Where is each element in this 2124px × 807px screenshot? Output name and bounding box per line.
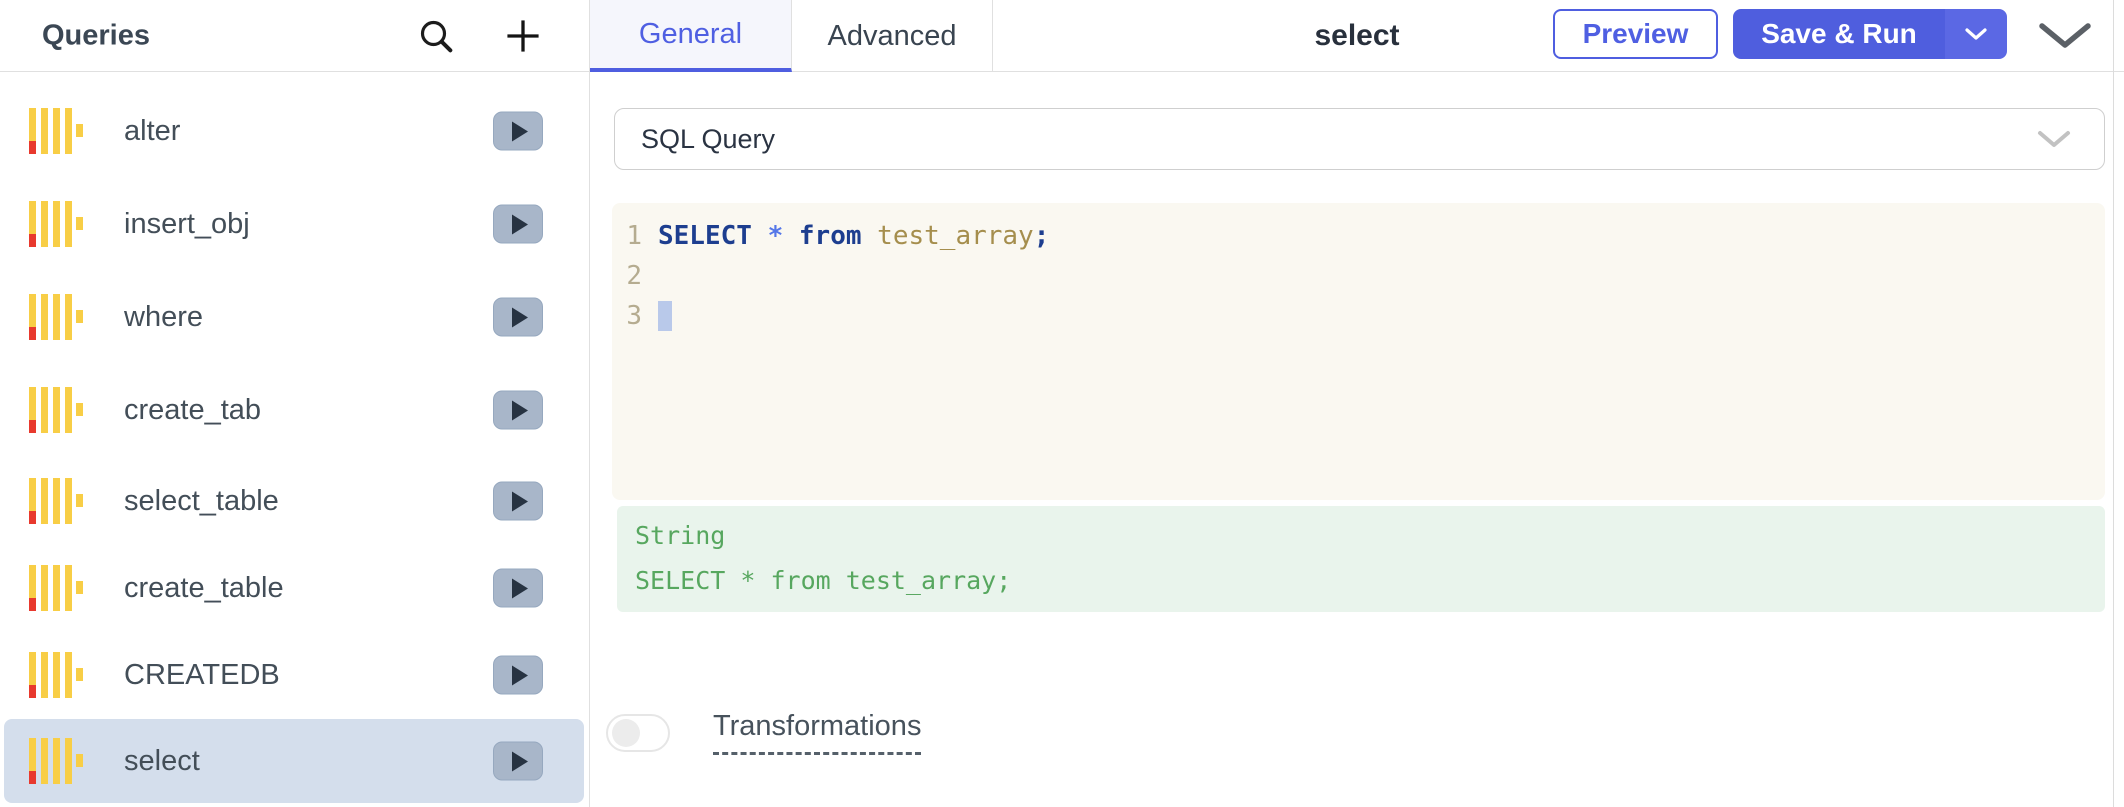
tab-label: General (638, 17, 743, 50)
query-label: select_table (124, 484, 279, 517)
query-name-title[interactable]: select (1314, 18, 1400, 52)
run-query-button[interactable] (493, 655, 543, 695)
transformations-label: Transformations (713, 710, 922, 755)
sidebar-title: Queries (42, 19, 150, 51)
line-number: 1 (626, 221, 642, 251)
play-icon (512, 214, 528, 234)
query-label: insert_obj (124, 207, 250, 240)
save-and-run-button[interactable]: Save & Run (1733, 9, 2007, 59)
line-number: 2 (626, 261, 642, 291)
datasource-dropdown[interactable]: SQL Query (614, 108, 2105, 170)
query-label: alter (124, 114, 181, 147)
transformations-row: Transformations (606, 710, 922, 755)
chevron-down-icon (2038, 131, 2070, 147)
transformations-toggle[interactable] (606, 713, 670, 752)
code-text: SELECT * from test_array; (658, 221, 1050, 251)
clickhouse-datasource-icon (29, 565, 83, 611)
evaluated-value: SELECT * from test_array; (635, 566, 1012, 595)
tab-advanced[interactable]: Advanced (792, 0, 993, 72)
clickhouse-datasource-icon (29, 652, 83, 698)
text-cursor (658, 301, 672, 332)
clickhouse-datasource-icon (29, 738, 83, 784)
query-row-select-table[interactable]: select_table (4, 459, 584, 543)
play-icon (512, 400, 528, 420)
chevron-down-icon (1965, 28, 1987, 40)
toggle-knob (612, 718, 640, 747)
play-icon (512, 578, 528, 598)
query-label: where (124, 300, 203, 333)
sql-code-editor[interactable]: 1 SELECT * from test_array; 2 3 (612, 203, 2105, 500)
query-row-select[interactable]: select (4, 719, 584, 803)
play-icon (512, 665, 528, 685)
queries-sidebar: Queries alter insert_obj where create_ta… (0, 0, 590, 807)
query-label: create_table (124, 571, 284, 604)
run-query-button[interactable] (493, 390, 543, 430)
plus-icon[interactable] (499, 12, 547, 60)
collapse-panel-button[interactable] (2033, 12, 2097, 60)
run-query-button[interactable] (493, 204, 543, 244)
play-icon (512, 121, 528, 141)
play-icon (512, 307, 528, 327)
clickhouse-datasource-icon (29, 201, 83, 247)
play-icon (512, 751, 528, 771)
clickhouse-datasource-icon (29, 387, 83, 433)
run-query-button[interactable] (493, 481, 543, 521)
preview-button-label: Preview (1582, 18, 1689, 49)
code-line-2: 2 (612, 256, 2105, 296)
evaluated-value-panel: String SELECT * from test_array; (617, 506, 2105, 612)
query-row-where[interactable]: where (4, 275, 584, 359)
save-and-run-dropdown[interactable] (1945, 9, 2007, 59)
editor-header: General Advanced select Preview Save & R… (590, 0, 2124, 72)
query-row-create-table[interactable]: create_table (4, 546, 584, 630)
code-line-3: 3 (612, 296, 2105, 336)
evaluated-type: String (635, 521, 726, 550)
tab-general[interactable]: General (590, 0, 792, 72)
chevron-down-icon (2039, 23, 2091, 48)
query-editor-pane: General Advanced select Preview Save & R… (590, 0, 2124, 807)
query-label: CREATEDB (124, 658, 280, 691)
query-row-createdb[interactable]: CREATEDB (4, 633, 584, 717)
clickhouse-datasource-icon (29, 108, 83, 154)
run-query-button[interactable] (493, 741, 543, 781)
run-query-button[interactable] (493, 111, 543, 151)
run-query-button[interactable] (493, 568, 543, 608)
clickhouse-datasource-icon (29, 478, 83, 524)
save-and-run-label: Save & Run (1733, 9, 1945, 59)
line-number: 3 (626, 301, 642, 331)
clickhouse-datasource-icon (29, 294, 83, 340)
tab-label: Advanced (827, 19, 957, 52)
query-row-alter[interactable]: alter (4, 89, 584, 173)
search-icon[interactable] (414, 14, 458, 58)
query-row-create-tab[interactable]: create_tab (4, 368, 584, 452)
run-query-button[interactable] (493, 297, 543, 337)
scrollbar-track-divider (2113, 0, 2114, 807)
sidebar-header: Queries (0, 0, 589, 72)
code-line-1: 1 SELECT * from test_array; (612, 216, 2105, 256)
query-label: select (124, 744, 200, 777)
play-icon (512, 491, 528, 511)
query-label: create_tab (124, 393, 262, 426)
code-text (658, 301, 672, 332)
query-row-insert-obj[interactable]: insert_obj (4, 182, 584, 266)
datasource-selected-value: SQL Query (641, 123, 776, 154)
preview-button[interactable]: Preview (1553, 9, 1718, 59)
